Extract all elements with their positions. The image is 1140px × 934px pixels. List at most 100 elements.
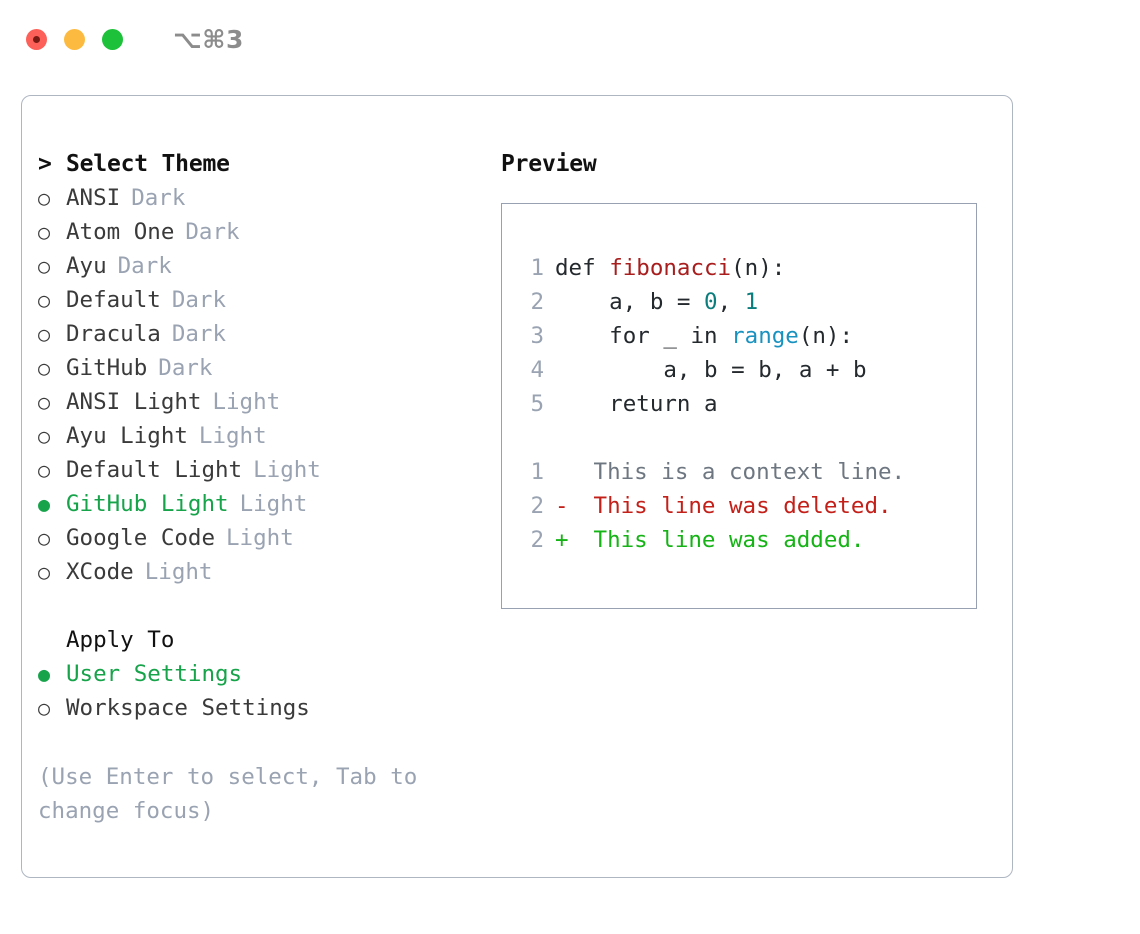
theme-name-label: GitHub Light: [66, 491, 229, 517]
code-token: def: [555, 255, 610, 281]
radio-unselected-icon[interactable]: ○: [38, 390, 51, 414]
code-diff-spacer: [523, 421, 976, 455]
code-line-content: for _ in range(n):: [555, 319, 853, 353]
apply-to-section: Apply To ●User Settings○Workspace Settin…: [38, 623, 478, 725]
theme-list-item[interactable]: ○ Atom One Dark: [38, 215, 478, 249]
theme-kind-badge: Light: [226, 525, 294, 551]
diff-sample: 1 This is a context line. 2- This line wa…: [523, 455, 976, 557]
code-line-content: def fibonacci(n):: [555, 251, 785, 285]
code-token: ,: [717, 289, 745, 315]
theme-kind-badge: Dark: [158, 355, 213, 381]
theme-name-label: Google Code: [66, 525, 216, 551]
code-token: (n):: [798, 323, 854, 349]
theme-kind-badge: Light: [212, 389, 281, 415]
code-line-content: a, b = 0, 1: [555, 285, 758, 319]
theme-kind-badge: Dark: [117, 253, 172, 279]
diff-line-number: 2: [530, 493, 544, 519]
radio-unselected-icon[interactable]: ○: [38, 696, 51, 720]
theme-kind-badge: Dark: [171, 287, 227, 313]
code-token: return a: [555, 391, 718, 417]
radio-unselected-icon[interactable]: ○: [38, 356, 51, 380]
code-line-number: 2: [530, 289, 544, 315]
theme-list-item[interactable]: ○ Default Light Light: [38, 453, 478, 487]
theme-list-item[interactable]: ● GitHub Light Light: [38, 487, 478, 521]
radio-selected-icon[interactable]: ●: [38, 662, 51, 686]
theme-list-item[interactable]: ○ ANSI Dark: [38, 181, 478, 215]
radio-unselected-icon[interactable]: ○: [38, 220, 51, 244]
code-line-number: 5: [530, 391, 544, 417]
preview-header: Preview: [501, 151, 597, 177]
diff-marker: +: [555, 527, 569, 553]
theme-kind-badge: Dark: [171, 321, 227, 347]
theme-kind-badge: Light: [198, 423, 267, 449]
radio-unselected-icon[interactable]: ○: [38, 424, 51, 448]
code-token: (n):: [731, 255, 786, 281]
select-theme-header: > Select Theme: [38, 147, 478, 181]
apply-to-item[interactable]: ●User Settings: [38, 657, 478, 691]
radio-unselected-icon[interactable]: ○: [38, 458, 51, 482]
window-controls: [26, 28, 123, 50]
radio-unselected-icon[interactable]: ○: [38, 288, 51, 312]
theme-name-label: Atom One: [66, 219, 175, 245]
minimize-window-icon[interactable]: [64, 28, 85, 50]
theme-name-label: Default Light: [66, 457, 243, 483]
diff-line-text: This is a context line.: [580, 459, 906, 485]
theme-list-item[interactable]: ○ Ayu Light Light: [38, 419, 478, 453]
diff-line-number: 1: [530, 459, 544, 485]
radio-selected-icon[interactable]: ●: [38, 492, 51, 516]
theme-list-item[interactable]: ○ Default Dark: [38, 283, 478, 317]
maximize-window-icon[interactable]: [102, 28, 123, 50]
theme-kind-badge: Dark: [131, 185, 186, 211]
theme-list-item[interactable]: ○ ANSI Light Light: [38, 385, 478, 419]
theme-kind-badge: Light: [239, 491, 308, 517]
close-window-icon[interactable]: [26, 28, 47, 50]
radio-unselected-icon[interactable]: ○: [38, 526, 51, 550]
code-line: 2 a, b = 0, 1: [523, 285, 976, 319]
code-line: 4 a, b = b, a + b: [523, 353, 976, 387]
code-token-number: 0: [704, 289, 718, 315]
code-line-number: 3: [530, 323, 544, 349]
theme-name-label: GitHub: [66, 355, 148, 381]
theme-list-item[interactable]: ○ Google Code Light: [38, 521, 478, 555]
theme-name-label: Ayu Light: [66, 423, 188, 449]
theme-name-label: Default: [66, 287, 161, 313]
code-token-function: fibonacci: [609, 255, 732, 281]
prompt-caret-icon: >: [38, 151, 52, 177]
title-bar: ⌥⌘3: [0, 0, 1140, 78]
radio-unselected-icon[interactable]: ○: [38, 560, 51, 584]
diff-line-text: This line was deleted.: [580, 493, 892, 519]
keyboard-shortcut-label: ⌥⌘3: [173, 24, 244, 54]
theme-name-label: XCode: [66, 559, 134, 585]
theme-name-label: Ayu: [66, 253, 107, 279]
select-theme-title: Select Theme: [66, 151, 230, 177]
theme-kind-badge: Light: [253, 457, 321, 483]
code-line: 3 for _ in range(n):: [523, 319, 976, 353]
radio-unselected-icon[interactable]: ○: [38, 322, 51, 346]
apply-to-item[interactable]: ○Workspace Settings: [38, 691, 478, 725]
theme-list-item[interactable]: ○ Ayu Dark: [38, 249, 478, 283]
code-token: a, b =: [555, 289, 705, 315]
radio-unselected-icon[interactable]: ○: [38, 186, 51, 210]
keyboard-hint-text: (Use Enter to select, Tab to change focu…: [38, 764, 418, 824]
theme-name-label: ANSI: [66, 185, 121, 211]
diff-line-text: This line was added.: [580, 527, 865, 553]
code-line-content: a, b = b, a + b: [555, 353, 866, 387]
theme-kind-badge: Dark: [185, 219, 240, 245]
theme-name-label: ANSI Light: [66, 389, 202, 415]
radio-unselected-icon[interactable]: ○: [38, 254, 51, 278]
diff-marker: -: [555, 493, 569, 519]
code-token-call: range: [731, 323, 799, 349]
diff-line-del: 2- This line was deleted.: [523, 489, 976, 523]
theme-list-item[interactable]: ○ GitHub Dark: [38, 351, 478, 385]
code-line: 5 return a: [523, 387, 976, 421]
